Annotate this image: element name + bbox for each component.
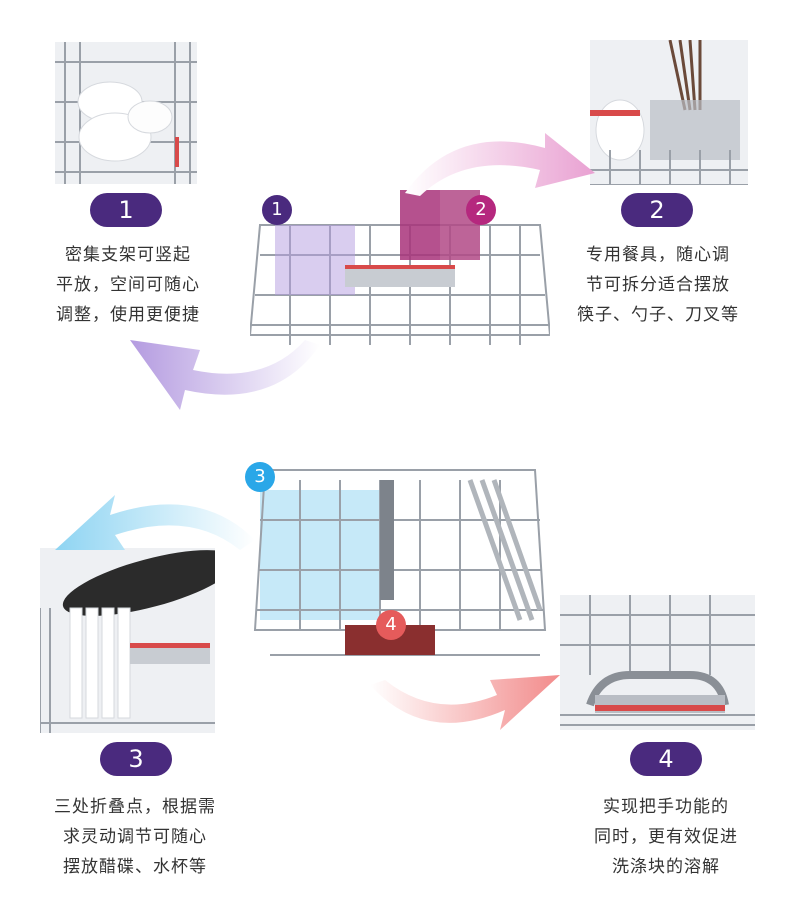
detail-photo-cutlery-basket [590,40,748,185]
caption-line: 筷子、勺子、刀叉等 [577,305,739,325]
caption-line: 平放，空间可随心 [56,275,200,295]
feature-3-caption: 三处折叠点，根据需 求灵动调节可随心 摆放醋碟、水杯等 [20,792,250,882]
curved-arrow-purple [125,335,325,415]
detail-photo-folding-tines [55,42,197,184]
feature-3-number: 3 [100,742,172,776]
feature-2-number: 2 [621,193,693,227]
feature-1-number: 1 [90,193,162,227]
caption-line: 同时，更有效促进 [594,827,738,847]
caption-line: 实现把手功能的 [603,797,729,817]
feature-2-caption: 专用餐具，随心调 节可拆分适合摆放 筷子、勺子、刀叉等 [558,240,758,330]
caption-line: 密集支架可竖起 [65,245,191,265]
caption-line: 洗涤块的溶解 [612,857,720,877]
caption-line: 三处折叠点，根据需 [54,797,216,817]
detail-photo-folding-plates [40,548,215,733]
feature-1-caption: 密集支架可竖起 平放，空间可随心 调整，使用更便捷 [28,240,228,330]
marker-2: 2 [466,195,496,225]
feature-4-number: 4 [630,742,702,776]
caption-line: 摆放醋碟、水杯等 [63,857,207,877]
upper-basket-photo [250,185,550,365]
marker-1: 1 [262,195,292,225]
feature-4-caption: 实现把手功能的 同时，更有效促进 洗涤块的溶解 [566,792,766,882]
caption-line: 求灵动调节可随心 [63,827,207,847]
lower-basket-photo [250,460,550,675]
marker-3: 3 [245,462,275,492]
marker-4: 4 [376,610,406,640]
curved-arrow-blue [50,490,260,560]
curved-arrow-red [365,660,565,740]
caption-line: 节可拆分适合摆放 [586,275,730,295]
caption-line: 专用餐具，随心调 [586,245,730,265]
curved-arrow-pink [395,118,600,198]
caption-line: 调整，使用更便捷 [56,305,200,325]
detail-photo-handle [560,595,755,730]
